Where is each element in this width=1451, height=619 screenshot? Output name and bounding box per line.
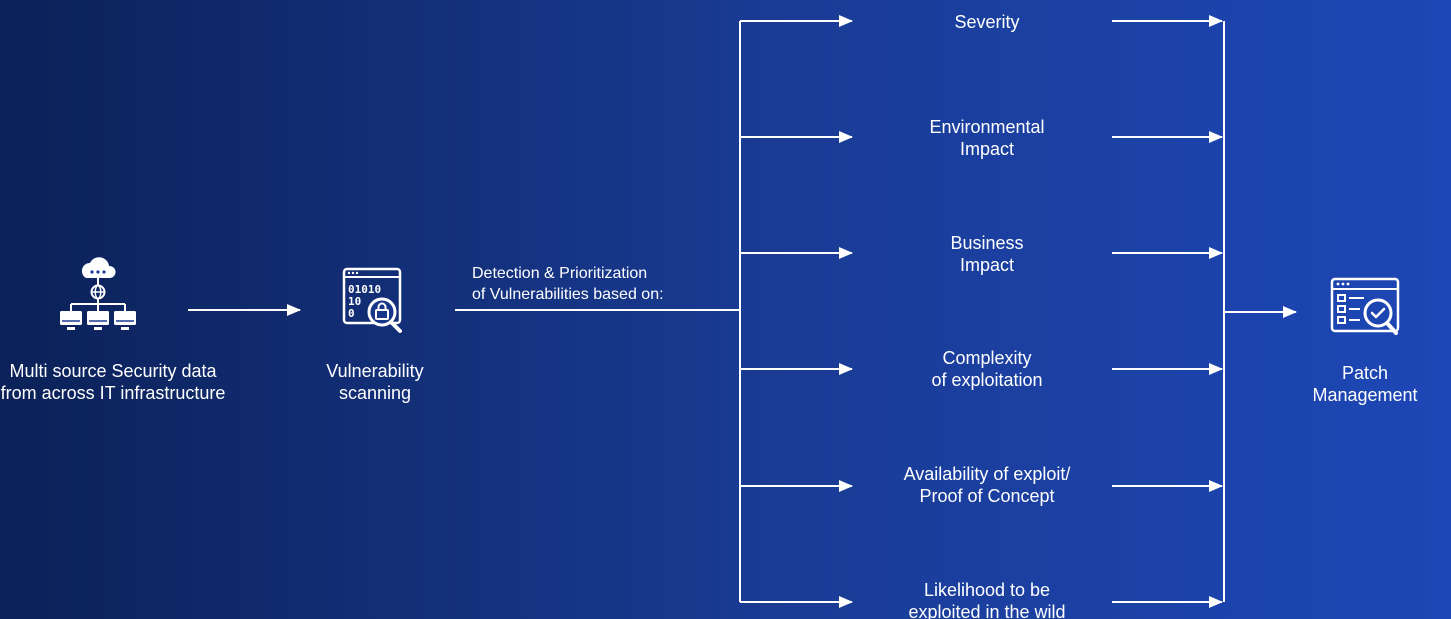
svg-text:01010: 01010 [348,283,381,296]
criterion-availability-line1: Availability of exploit/ [903,464,1071,484]
criterion-business-line2: Impact [959,255,1015,275]
criterion-availability-line2: Proof of Concept [919,486,1055,506]
criterion-availability: Availability of exploit/ Proof of Concep… [860,463,1114,507]
criterion-likelihood-line1: Likelihood to be [923,580,1051,600]
binary-scan-lock-icon: 01010 10 0 [336,267,414,333]
checklist-magnifier-icon [1330,277,1406,341]
criterion-severity: Severity [860,11,1114,33]
patch-label: Patch Management [1312,363,1418,405]
scanning-label: Vulnerability scanning [326,361,424,403]
svg-text:10: 10 [348,295,361,308]
criterion-environmental-impact: Environmental Impact [860,116,1114,160]
criterion-complexity-line1: Complexity [942,348,1032,368]
criterion-likelihood: Likelihood to be exploited in the wild [860,579,1114,619]
criterion-environmental-line2: Impact [959,139,1015,159]
criterion-complexity-line2: of exploitation [931,370,1043,390]
criterion-likelihood-line2: exploited in the wild [908,602,1066,619]
criterion-environmental-line1: Environmental [929,117,1045,137]
source-label: Multi source Security data from across I… [0,361,226,403]
detection-caption-line1: Detection & Prioritization [472,265,648,282]
detection-caption-line2: of Vulnerabilities based on: [472,286,664,303]
criterion-business-line1: Business [950,233,1024,253]
svg-text:0: 0 [348,307,355,320]
cloud-network-icon [58,256,138,334]
criterion-severity-line1: Severity [954,12,1020,32]
criterion-complexity: Complexity of exploitation [860,347,1114,391]
criterion-business-impact: Business Impact [860,232,1114,276]
